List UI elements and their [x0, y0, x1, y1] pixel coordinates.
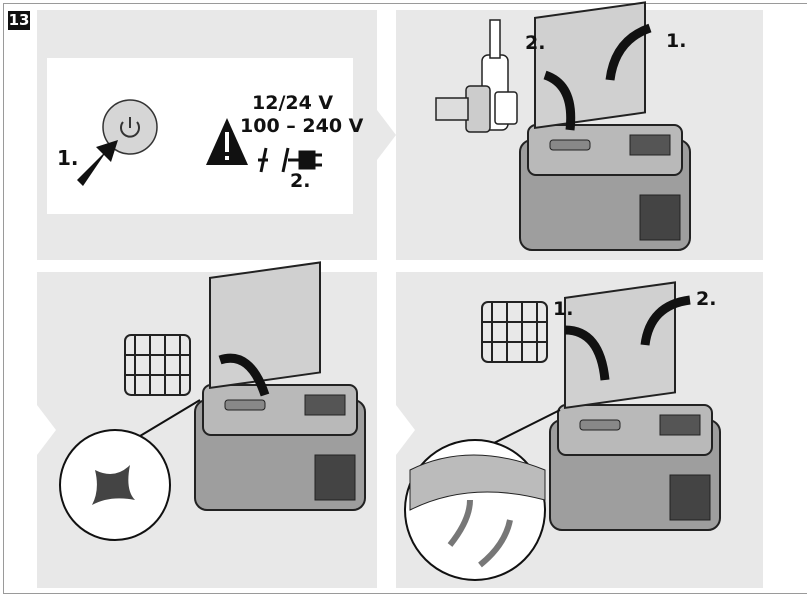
- step-2-label: 2.: [290, 170, 311, 192]
- chevron-right-icon: [377, 110, 396, 160]
- step-1-label: 1.: [553, 298, 574, 320]
- step-2-label: 2.: [696, 288, 717, 310]
- cool-box-closing: [549, 281, 721, 531]
- cloth-icon: [92, 465, 135, 505]
- curved-arrow-icon: [218, 23, 691, 397]
- instruction-card: [47, 58, 353, 214]
- figure-frame: [3, 3, 807, 594]
- chevron-right-icon: [396, 405, 415, 455]
- step-1-label: 1.: [57, 146, 79, 170]
- voltage-ac-label: 100 – 240 V: [240, 115, 364, 137]
- arrow-down-icon: [478, 519, 513, 568]
- food-items-icon: [435, 19, 518, 133]
- arrow-down-icon: [447, 499, 473, 547]
- voltage-dc-label: 12/24 V: [252, 92, 334, 114]
- plug-icon: [258, 147, 322, 173]
- step-1-label: 1.: [666, 30, 687, 52]
- basket-icon: [124, 301, 548, 396]
- step-2-label: 2.: [525, 32, 546, 54]
- cool-box-open: [519, 1, 691, 251]
- chevron-right-icon: [37, 405, 56, 455]
- pointer-arrow-icon: [77, 140, 118, 186]
- figure-number-badge: 13: [8, 11, 30, 30]
- cool-box-open: [194, 261, 366, 511]
